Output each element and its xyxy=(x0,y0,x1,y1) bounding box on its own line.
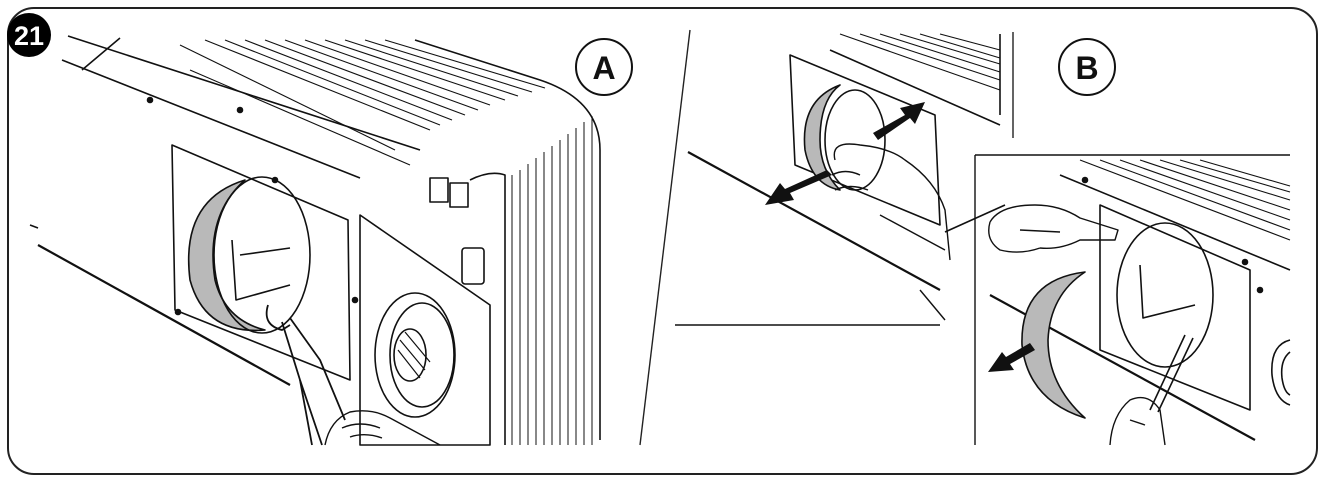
panel-a-label: A xyxy=(592,50,615,86)
panel-a-illustration xyxy=(29,35,601,446)
panel-b-removed-gasket xyxy=(1021,271,1086,419)
hand-icon xyxy=(324,410,441,446)
panel-b-inset xyxy=(974,154,1291,446)
panel-a-label-badge: A xyxy=(575,38,633,96)
arrow-pull-out-icon xyxy=(765,170,832,205)
panel-divider xyxy=(639,29,691,446)
arrow-push-in-icon xyxy=(873,102,925,140)
panel-a-fan-unit xyxy=(374,292,456,418)
panel-a-gasket xyxy=(187,179,266,332)
screwdriver-icon xyxy=(1149,334,1194,413)
panel-b-top-illustration xyxy=(675,33,1006,326)
arrow-pull-out-icon xyxy=(988,343,1035,372)
panel-b-label: B xyxy=(1075,50,1098,86)
hand-icon xyxy=(831,143,951,321)
hand-icon xyxy=(988,204,1119,253)
panel-a-duct-opening xyxy=(213,176,311,334)
panel-a-ribs xyxy=(511,116,593,445)
figure-frame xyxy=(7,7,1318,475)
pliers-icon xyxy=(265,304,346,446)
hand-icon xyxy=(1109,396,1166,446)
step-badge: 21 xyxy=(7,13,51,57)
panel-a-mounting-plate xyxy=(171,144,351,381)
panel-b-label-badge: B xyxy=(1058,38,1116,96)
panel-a-grille xyxy=(179,39,546,166)
step-number: 21 xyxy=(14,21,44,51)
